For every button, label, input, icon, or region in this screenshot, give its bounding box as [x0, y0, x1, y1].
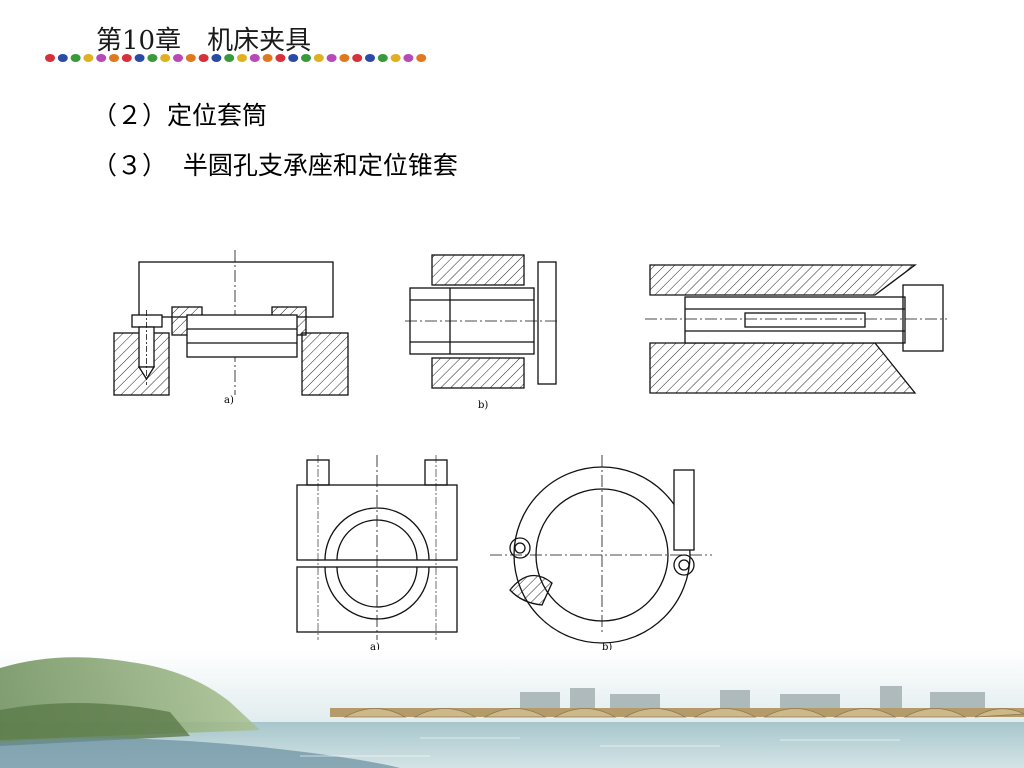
- decorative-dot: [83, 54, 94, 62]
- figure-bottom-b-hinged-clamp: b): [490, 455, 712, 653]
- decorative-dot-row: [45, 54, 427, 62]
- figure-bottom-a-label: a): [370, 642, 380, 653]
- footer-river-bridge-scene: [0, 650, 1024, 768]
- figure-top-c-cone-sleeve: [645, 264, 947, 394]
- figure-top-a-positioning-sleeve: a): [113, 250, 349, 405]
- decorative-dot: [57, 54, 68, 62]
- decorative-dot: [237, 54, 247, 62]
- decorative-dot: [301, 54, 311, 62]
- decorative-dot: [96, 54, 107, 62]
- decorative-dot: [185, 54, 196, 62]
- subtitle-positioning-sleeve: （２）定位套筒: [92, 101, 268, 130]
- decorative-dot: [224, 54, 235, 62]
- figure-bottom-b-label: b): [602, 642, 612, 653]
- decorative-dot: [262, 54, 273, 62]
- figure-top-a-label: a): [224, 395, 234, 405]
- subtitle-half-hole-support: （３） 半圆孔支承座和定位锥套: [92, 151, 458, 180]
- decorative-dot: [70, 54, 81, 62]
- decorative-dot: [403, 54, 414, 62]
- decorative-dot: [390, 54, 401, 62]
- decorative-dot: [365, 54, 375, 62]
- decorative-dot: [173, 54, 183, 62]
- decorative-dot: [45, 54, 55, 62]
- decorative-dot: [416, 54, 427, 62]
- decorative-dot: [275, 54, 286, 62]
- figure-bottom-a-half-hole-support: a): [296, 455, 458, 653]
- decorative-dot: [288, 54, 299, 62]
- figure-top-b-sleeve-cross-section: b): [405, 254, 558, 410]
- decorative-dot: [249, 54, 260, 62]
- decorative-dot: [339, 54, 350, 62]
- decorative-dot: [134, 54, 145, 62]
- decorative-dot: [211, 54, 222, 62]
- figure-top-b-label: b): [478, 400, 488, 410]
- decorative-dot: [313, 54, 324, 62]
- decorative-dot: [352, 54, 363, 62]
- decorative-dot: [198, 54, 209, 62]
- decorative-dot: [121, 54, 132, 62]
- decorative-dot: [326, 54, 337, 62]
- chapter-title: 第10章 机床夹具: [96, 26, 312, 56]
- decorative-dot: [377, 54, 388, 62]
- decorative-dot: [109, 54, 119, 62]
- decorative-dot: [147, 54, 158, 62]
- decorative-dot: [160, 54, 171, 62]
